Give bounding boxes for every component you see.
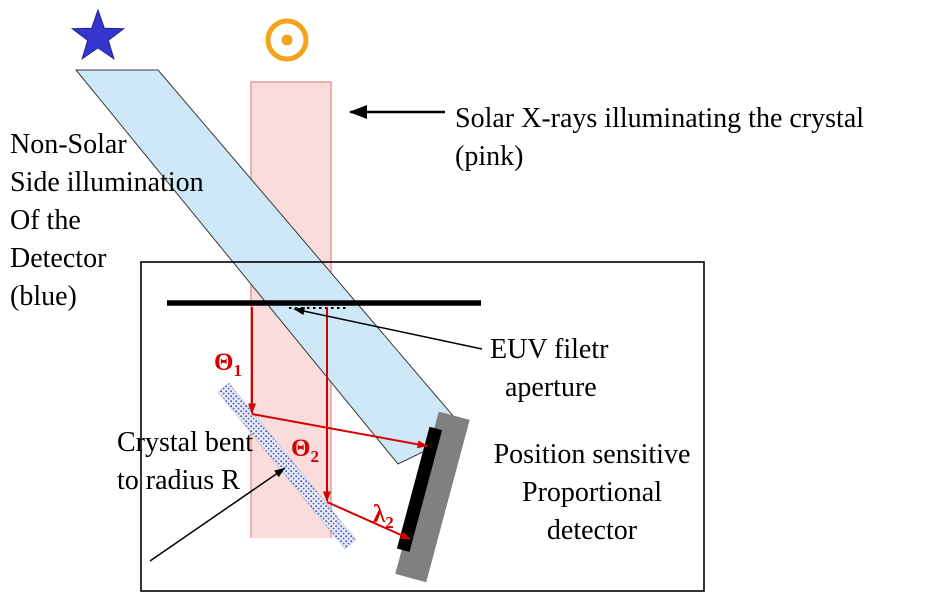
ray2-reflected (326, 501, 411, 540)
non-solar-label: Non-Solar Side illumination Of the Detec… (10, 126, 204, 316)
label-line: (blue) (10, 281, 77, 312)
lambda2-symbol: λ (373, 501, 386, 528)
detector-group (395, 411, 470, 583)
label-line: EUV filetr (490, 334, 609, 365)
theta2-symbol: Θ (291, 435, 311, 462)
theta1-sub: 1 (233, 361, 242, 380)
label-line: Side illumination (10, 167, 204, 198)
crystal-annotation-arrow (149, 467, 286, 562)
sun-dot (281, 34, 293, 46)
crystal-band (217, 382, 357, 550)
ray1-reflected (251, 413, 428, 449)
lambda2-label: λ2 (373, 502, 394, 531)
label-line: Proportional (522, 477, 662, 508)
detector-label: Position sensitive Proportional detector (468, 436, 716, 550)
label-line: detector (546, 515, 638, 546)
label-line: aperture (505, 372, 597, 403)
label-line: Non-Solar (10, 129, 127, 160)
theta1-label: Θ1 (214, 350, 242, 379)
theta2-sub: 2 (310, 447, 319, 466)
crystal-label: Crystal bent to radius R (117, 424, 253, 500)
euv-filter-label: EUV filetr aperture (490, 331, 608, 407)
lambda2-sub: 2 (385, 513, 394, 532)
label-line: (pink) (455, 141, 524, 172)
label-line: Detector (10, 243, 107, 274)
label-line: Of the (10, 205, 81, 236)
sun-icon (265, 18, 309, 62)
detector-body (395, 411, 470, 583)
theta1-symbol: Θ (214, 349, 234, 376)
star-icon (70, 8, 126, 61)
label-line: Solar X-rays illuminating the crystal (455, 103, 865, 134)
enclosure-box (140, 261, 705, 592)
euv-annotation-arrow (293, 307, 483, 350)
label-line: to radius R (117, 465, 240, 496)
label-line: Crystal bent (117, 427, 254, 458)
label-line: Position sensitive (493, 439, 691, 470)
detector-face (396, 426, 443, 552)
solar-xrays-label: Solar X-rays illuminating the crystal (p… (455, 100, 864, 176)
theta2-label: Θ2 (291, 436, 319, 465)
